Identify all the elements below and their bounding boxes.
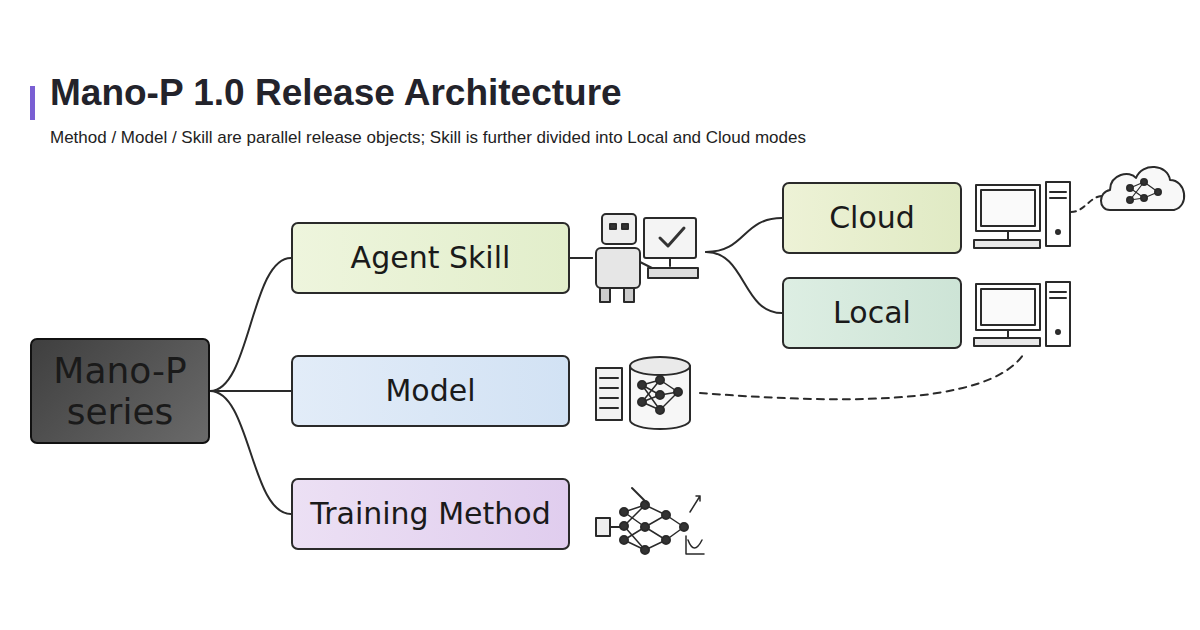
category-box: Model: [291, 355, 570, 427]
cloud-icon: [1101, 167, 1184, 210]
connector-line: [570, 218, 782, 258]
node-label: Cloud: [829, 201, 915, 236]
mode-box: Local: [782, 277, 962, 349]
node-label: Mano-P series: [44, 350, 196, 433]
robot-computer-icon: [596, 214, 698, 302]
node-label: Local: [833, 296, 911, 331]
node-label: Agent Skill: [351, 241, 511, 276]
deployment-dashed-line: [700, 352, 1025, 399]
cloud-computer-icon: [974, 182, 1104, 248]
category-box: Agent Skill: [291, 222, 570, 294]
root-box: Mano-P series: [30, 338, 210, 444]
diagram-title: Mano-P 1.0 Release Architecture: [50, 72, 622, 114]
training-icon: [596, 488, 704, 554]
mode-box: Cloud: [782, 182, 962, 254]
accent-bar: [30, 86, 35, 120]
connector-line: [570, 252, 782, 313]
node-label: Model: [385, 374, 475, 409]
connector-line: [210, 391, 291, 514]
connector-line: [210, 258, 291, 391]
node-label: Training Method: [310, 497, 550, 532]
model-icon: [596, 357, 690, 429]
local-computer-icon: [974, 282, 1070, 346]
category-box: Training Method: [291, 478, 570, 550]
connector-line: [210, 390, 291, 392]
diagram-subtitle: Method / Model / Skill are parallel rele…: [50, 128, 806, 148]
